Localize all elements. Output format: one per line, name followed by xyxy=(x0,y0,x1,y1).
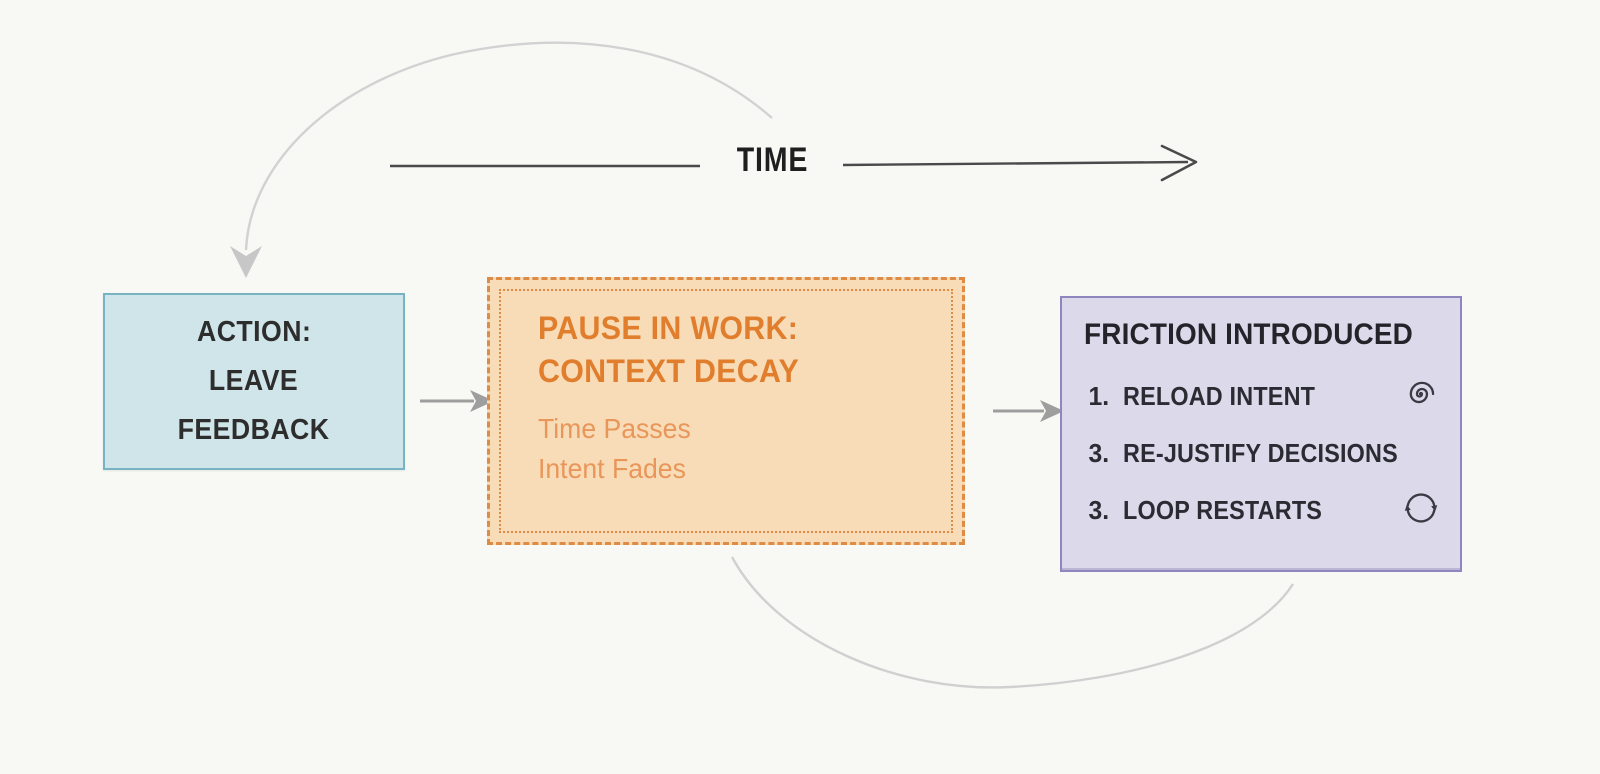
friction-box: FRICTION INTRODUCED 1. RELOAD INTENT 3. … xyxy=(1060,296,1462,572)
pause-box-sub-line: Time Passes xyxy=(538,413,691,444)
cycle-icon xyxy=(1398,485,1444,536)
action-to-pause-arrow xyxy=(420,390,494,412)
friction-list-item: 3. RE-JUSTIFY DECISIONS xyxy=(1062,425,1460,482)
friction-item-number: 3. xyxy=(1088,495,1110,525)
pause-box-sub-line: Intent Fades xyxy=(538,453,686,484)
friction-box-title: FRICTION INTRODUCED xyxy=(1084,318,1414,351)
right-arrowhead-icon xyxy=(1160,144,1198,182)
bottom-loop-arc xyxy=(730,556,1295,689)
spiral-icon xyxy=(1398,371,1444,422)
right-arrowhead-icon xyxy=(470,390,494,412)
action-box: ACTION: LEAVE FEEDBACK xyxy=(103,293,405,470)
top-loop-arc xyxy=(230,41,773,278)
action-box-line: ACTION: xyxy=(196,316,312,348)
friction-list-item: 3. LOOP RESTARTS xyxy=(1062,482,1460,539)
pause-box-title-line: CONTEXT DECAY xyxy=(538,353,800,389)
pause-box: PAUSE IN WORK: CONTEXT DECAY Time Passes… xyxy=(487,277,965,545)
friction-item-number: 1. xyxy=(1088,381,1110,411)
friction-list: 1. RELOAD INTENT 3. RE-JUSTIFY DECISIONS… xyxy=(1062,368,1460,539)
pause-to-friction-arrow xyxy=(993,400,1064,422)
action-box-line: FEEDBACK xyxy=(178,414,330,446)
action-box-line: LEAVE xyxy=(209,365,299,397)
friction-item-label: LOOP RESTARTS xyxy=(1122,495,1322,525)
down-arrowhead-icon xyxy=(230,246,262,278)
pause-box-inner-frame xyxy=(499,289,953,533)
friction-item-label: RELOAD INTENT xyxy=(1122,381,1315,411)
friction-list-item: 1. RELOAD INTENT xyxy=(1062,368,1460,425)
friction-item-number: 3. xyxy=(1088,438,1110,468)
pause-box-title-line: PAUSE IN WORK: xyxy=(538,310,799,346)
time-axis-label: TIME xyxy=(736,141,809,179)
time-axis-arrow xyxy=(390,144,1198,182)
right-arrowhead-icon xyxy=(1040,400,1064,422)
friction-item-label: RE-JUSTIFY DECISIONS xyxy=(1122,438,1398,468)
